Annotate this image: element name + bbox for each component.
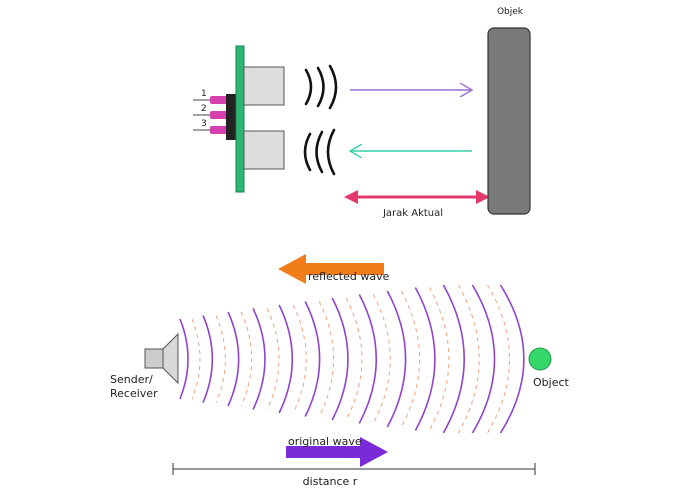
sender-label-line2: Receiver (110, 387, 158, 400)
pin-number-2: 2 (201, 104, 207, 114)
reflected-wave-front (191, 318, 201, 400)
original-wave-front (179, 318, 189, 400)
original-wave-front (358, 294, 378, 424)
reflected-wave-front (428, 287, 450, 431)
echo-wave-arcs (303, 128, 336, 176)
sensor-pins: 1 2 3 (193, 89, 228, 134)
reflected-wave-front (457, 284, 480, 434)
distance-dimension-line (172, 463, 536, 475)
emitted-wave-arcs (304, 64, 338, 110)
pin-2 (210, 111, 228, 119)
original-wave-front (227, 311, 240, 407)
original-wave-front (304, 301, 321, 417)
actual-distance-label: Jarak Aktual (382, 208, 443, 219)
original-wave-arrow (286, 437, 388, 467)
original-wave-front (471, 284, 496, 434)
distance-label: distance r (303, 475, 358, 488)
original-wave-front (499, 284, 525, 434)
object-block (487, 27, 531, 215)
circuit-board (235, 45, 245, 193)
target-object-circle (528, 347, 552, 371)
pin-3 (210, 126, 228, 134)
object-title: Objek (497, 7, 524, 17)
transmitter-transducer (243, 66, 285, 106)
pin-number-1: 1 (201, 89, 207, 99)
reflected-wave-label: reflected wave (308, 270, 390, 283)
original-wave-front (414, 287, 436, 431)
actual-distance-arrow (344, 190, 490, 204)
original-wave-front (442, 284, 465, 434)
sender-label-line1: Sender/ (110, 373, 153, 386)
reflected-wave-front (345, 297, 363, 421)
speaker-icon (144, 332, 179, 385)
pin-1 (210, 96, 228, 104)
reflected-wave-front (372, 294, 391, 424)
reflected-wave-front (292, 304, 307, 414)
original-wave-front (202, 315, 214, 403)
reflected-wave-front (487, 284, 510, 434)
reflected-wave-front (240, 311, 253, 407)
wave-field (179, 284, 525, 434)
reflected-wave-front (400, 290, 420, 428)
original-wave-front (278, 304, 293, 414)
original-wave-label: original wave (288, 435, 362, 448)
reflected-wave-arrow (278, 254, 384, 284)
original-wave-front (386, 290, 407, 428)
receiver-transducer (243, 130, 285, 170)
reflected-wave-front (318, 301, 335, 417)
original-wave-front (252, 308, 266, 410)
pin-header (226, 94, 236, 140)
reflected-wave-front (215, 315, 226, 403)
target-object-label: Object (533, 376, 570, 389)
original-wave-front (331, 297, 349, 421)
pin-number-3: 3 (201, 119, 207, 129)
sensor-module: 1 2 3 (193, 45, 285, 193)
reflected-wave-front (266, 308, 280, 410)
